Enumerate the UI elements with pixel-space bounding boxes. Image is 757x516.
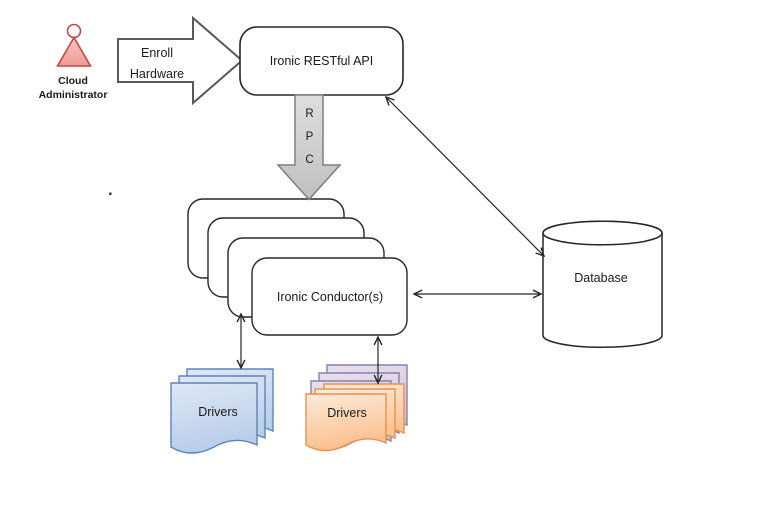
drivers-blue-label: Drivers xyxy=(198,405,238,419)
connectors xyxy=(236,95,546,385)
enroll-label-line2: Hardware xyxy=(130,67,184,81)
cloud-administrator-actor: Cloud Administrator xyxy=(39,23,108,101)
enroll-label-line1: Enroll xyxy=(141,46,173,60)
stray-dot xyxy=(109,192,112,196)
drivers-blue-node: Drivers xyxy=(170,368,274,454)
ironic-restful-api-node: Ironic RESTful API xyxy=(239,26,404,96)
rpc-arrow: R P C xyxy=(276,94,342,201)
block-arrow-down-icon xyxy=(276,94,342,201)
conductor-label: Ironic Conductor(s) xyxy=(277,290,383,304)
block-arrow-right-icon xyxy=(117,15,244,106)
api-database-connector xyxy=(384,95,546,258)
actor-label-line1: Cloud xyxy=(58,75,88,87)
actor-head-icon xyxy=(66,23,82,39)
rpc-letter-p: P xyxy=(306,131,314,143)
cylinder-top-icon xyxy=(542,220,663,246)
rpc-letter-c: C xyxy=(305,154,313,166)
actor-label-line2: Administrator xyxy=(39,89,108,101)
drivers-orange-label: Drivers xyxy=(327,406,367,420)
database-node: Database xyxy=(542,220,663,349)
ironic-conductors-node: Ironic Conductor(s) xyxy=(187,198,408,336)
actor-body-icon xyxy=(56,35,92,67)
enroll-hardware-arrow: Enroll Hardware xyxy=(117,15,244,106)
rpc-letter-r: R xyxy=(305,108,313,120)
database-label: Database xyxy=(574,271,628,285)
api-label: Ironic RESTful API xyxy=(270,54,374,68)
drivers-orange-node: Drivers xyxy=(305,364,408,452)
